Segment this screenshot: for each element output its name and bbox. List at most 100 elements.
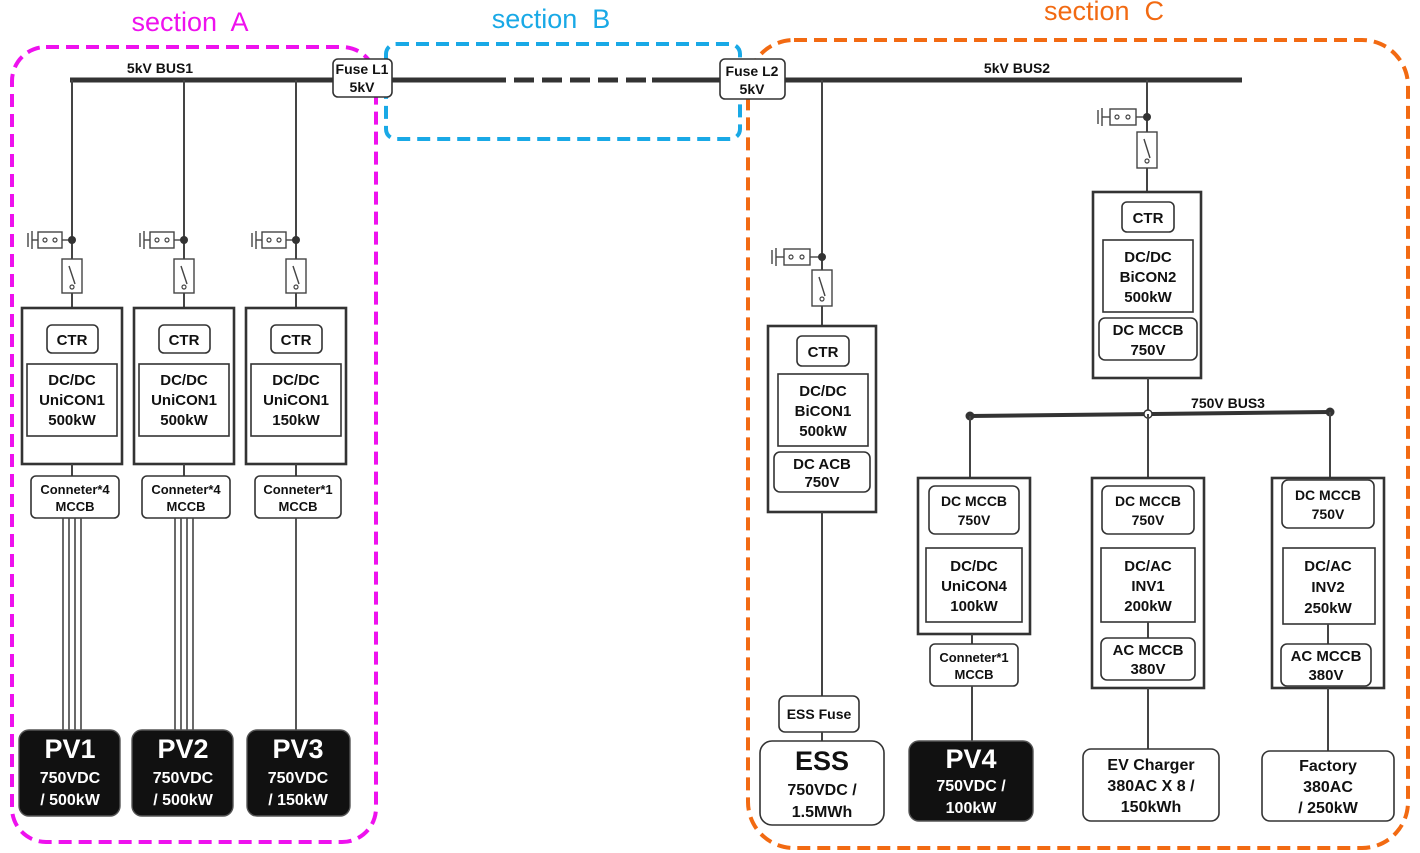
pv1-feeder: CTR DC/DC UniCON1 500kW Conneter*4 MCCB … xyxy=(18,231,124,817)
svg-text:750V: 750V xyxy=(804,474,839,491)
svg-text:750V: 750V xyxy=(1130,342,1165,359)
svg-text:UniCON1: UniCON1 xyxy=(263,392,329,409)
disconnect-switch-icon xyxy=(61,258,83,294)
bicon2-feeder: CTR DC/DC BiCON2 500kW DC MCCB 750V xyxy=(1091,80,1203,413)
svg-text:500kW: 500kW xyxy=(48,412,96,429)
section-b-frame xyxy=(384,42,742,141)
svg-text:Conneter*1: Conneter*1 xyxy=(263,482,332,497)
svg-text:750VDC: 750VDC xyxy=(268,770,329,787)
svg-text:INV1: INV1 xyxy=(1131,578,1164,595)
svg-text:UniCON1: UniCON1 xyxy=(39,392,105,409)
svg-text:CTR: CTR xyxy=(57,332,88,349)
svg-text:MCCB: MCCB xyxy=(56,499,95,514)
svg-text:BiCON1: BiCON1 xyxy=(795,403,852,420)
svg-text:750VDC /: 750VDC / xyxy=(936,778,1006,795)
svg-text:750VDC: 750VDC xyxy=(153,770,214,787)
section-a-label: section A xyxy=(131,7,248,37)
section-c-label: section C xyxy=(1044,0,1164,26)
svg-text:Conneter*1: Conneter*1 xyxy=(939,650,1008,665)
pv3-feeder: CTR DC/DC UniCON1 150kW Conneter*1 MCCB … xyxy=(244,231,351,817)
svg-text:5kV: 5kV xyxy=(350,79,376,95)
svg-text:MCCB: MCCB xyxy=(955,667,994,682)
svg-text:DC ACB: DC ACB xyxy=(793,456,851,473)
fuse-l2: Fuse L2 5kV xyxy=(719,58,786,100)
section-c-frame xyxy=(746,38,1410,850)
svg-text:PV1: PV1 xyxy=(44,734,95,764)
svg-text:UniCON4: UniCON4 xyxy=(941,578,1007,595)
section-b-label: section B xyxy=(492,4,611,34)
disconnect-switch-icon xyxy=(811,269,833,307)
svg-text:100kW: 100kW xyxy=(950,598,998,615)
svg-text:/ 250kW: / 250kW xyxy=(1298,800,1358,817)
svg-text:PV4: PV4 xyxy=(945,744,996,774)
svg-text:AC MCCB: AC MCCB xyxy=(1113,642,1184,659)
inv1-feeder: DC MCCB 750V DC/AC INV1 200kW AC MCCB 38… xyxy=(1082,414,1220,822)
ground-switch-icon xyxy=(251,231,300,249)
bus2-label: 5kV BUS2 xyxy=(984,60,1050,76)
svg-text:380AC X 8 /: 380AC X 8 / xyxy=(1107,778,1195,795)
svg-text:750VDC: 750VDC xyxy=(40,770,101,787)
svg-text:MCCB: MCCB xyxy=(167,499,206,514)
svg-text:100kW: 100kW xyxy=(946,800,998,817)
ground-switch-icon xyxy=(1097,108,1151,126)
svg-text:/ 500kW: / 500kW xyxy=(40,792,100,809)
ess-feeder: CTR DC/DC BiCON1 500kW DC ACB 750V ESS F… xyxy=(759,80,885,826)
svg-text:750V: 750V xyxy=(1312,506,1345,522)
svg-text:/ 500kW: / 500kW xyxy=(153,792,213,809)
svg-text:750VDC /: 750VDC / xyxy=(787,782,857,799)
svg-text:INV2: INV2 xyxy=(1311,579,1344,596)
svg-text:DC MCCB: DC MCCB xyxy=(1113,322,1184,339)
inv2-feeder: DC MCCB 750V DC/AC INV2 250kW AC MCCB 38… xyxy=(1261,412,1395,822)
svg-text:DC MCCB: DC MCCB xyxy=(1295,487,1361,503)
pv2-feeder: CTR DC/DC UniCON1 500kW Conneter*4 MCCB … xyxy=(131,231,236,817)
disconnect-switch-icon xyxy=(1136,131,1158,169)
svg-text:750V: 750V xyxy=(1132,512,1165,528)
svg-text:DC/DC: DC/DC xyxy=(950,558,998,575)
svg-text:CTR: CTR xyxy=(169,332,200,349)
svg-text:DC/DC: DC/DC xyxy=(272,372,320,389)
svg-text:500kW: 500kW xyxy=(1124,289,1172,306)
svg-text:150kWh: 150kWh xyxy=(1121,799,1181,816)
ground-switch-icon xyxy=(27,231,76,249)
svg-text:Conneter*4: Conneter*4 xyxy=(151,482,221,497)
svg-text:500kW: 500kW xyxy=(799,423,847,440)
svg-text:250kW: 250kW xyxy=(1304,600,1352,617)
bus3: 750V BUS3 xyxy=(965,395,1335,421)
svg-text:500kW: 500kW xyxy=(160,412,208,429)
svg-text:DC/DC: DC/DC xyxy=(1124,249,1172,266)
svg-text:380V: 380V xyxy=(1308,667,1343,684)
ground-switch-icon xyxy=(771,248,826,266)
bus3-label: 750V BUS3 xyxy=(1191,395,1265,411)
svg-text:CTR: CTR xyxy=(1133,210,1164,227)
svg-text:Fuse L2: Fuse L2 xyxy=(726,63,779,79)
svg-text:/ 150kW: / 150kW xyxy=(268,792,328,809)
svg-text:Conneter*4: Conneter*4 xyxy=(40,482,110,497)
svg-text:CTR: CTR xyxy=(808,344,839,361)
pv4-feeder: DC MCCB 750V DC/DC UniCON4 100kW Connete… xyxy=(908,416,1034,822)
svg-text:DC/DC: DC/DC xyxy=(799,383,847,400)
disconnect-switch-icon xyxy=(173,258,195,294)
svg-text:UniCON1: UniCON1 xyxy=(151,392,217,409)
svg-text:PV2: PV2 xyxy=(157,734,208,764)
svg-text:150kW: 150kW xyxy=(272,412,320,429)
svg-text:1.5MWh: 1.5MWh xyxy=(792,804,852,821)
svg-text:200kW: 200kW xyxy=(1124,598,1172,615)
disconnect-switch-icon xyxy=(285,258,307,294)
svg-text:DC/AC: DC/AC xyxy=(1304,558,1352,575)
svg-text:ESS Fuse: ESS Fuse xyxy=(787,706,852,722)
svg-text:CTR: CTR xyxy=(281,332,312,349)
svg-text:DC MCCB: DC MCCB xyxy=(1115,493,1181,509)
svg-text:DC/AC: DC/AC xyxy=(1124,558,1172,575)
svg-text:380AC: 380AC xyxy=(1303,779,1353,796)
svg-text:5kV: 5kV xyxy=(740,81,766,97)
svg-text:EV Charger: EV Charger xyxy=(1107,757,1194,774)
ground-switch-icon xyxy=(139,231,188,249)
section-a-frame xyxy=(10,45,378,844)
svg-text:Fuse L1: Fuse L1 xyxy=(336,61,389,77)
svg-text:ESS: ESS xyxy=(795,746,849,776)
svg-text:BiCON2: BiCON2 xyxy=(1120,269,1177,286)
fuse-l1: Fuse L1 5kV xyxy=(332,58,393,98)
svg-text:DC/DC: DC/DC xyxy=(48,372,96,389)
svg-text:DC MCCB: DC MCCB xyxy=(941,493,1007,509)
